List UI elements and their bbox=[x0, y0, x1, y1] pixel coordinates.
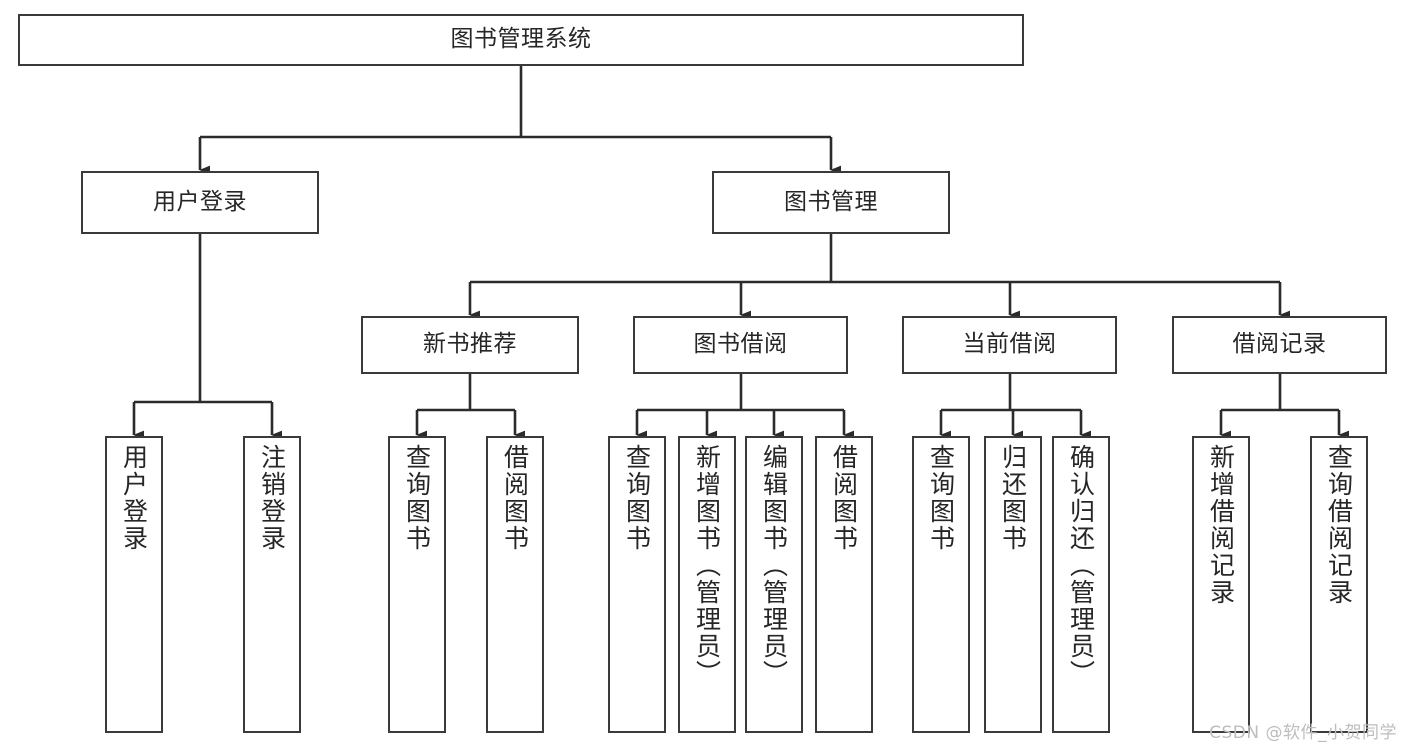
node-label: 查询图书 bbox=[926, 444, 956, 552]
node-book-management[interactable]: 图书管理 bbox=[712, 171, 950, 234]
node-book-borrow[interactable]: 图书借阅 bbox=[633, 316, 848, 374]
node-leaf-borrow-book-recommend[interactable]: 借阅图书 bbox=[486, 436, 544, 733]
node-leaf-borrow-book[interactable]: 借阅图书 bbox=[815, 436, 873, 733]
node-new-book-recommend[interactable]: 新书推荐 bbox=[361, 316, 579, 374]
node-current-borrow[interactable]: 当前借阅 bbox=[902, 316, 1117, 374]
node-leaf-add-book-admin[interactable]: 新增图书（管理员） bbox=[678, 436, 736, 733]
node-label: 图书借阅 bbox=[693, 331, 788, 358]
node-label: 借阅图书 bbox=[829, 444, 859, 552]
node-label: 新书推荐 bbox=[423, 331, 517, 358]
node-leaf-user-login[interactable]: 用户登录 bbox=[105, 436, 163, 733]
node-leaf-query-borrow-record[interactable]: 查询借阅记录 bbox=[1310, 436, 1368, 733]
node-label: 当前借阅 bbox=[962, 331, 1057, 358]
node-label: 新增借阅记录 bbox=[1206, 444, 1236, 606]
node-leaf-query-book-borrow[interactable]: 查询图书 bbox=[608, 436, 666, 733]
node-label: 归还图书 bbox=[998, 444, 1028, 552]
node-label: 借阅图书 bbox=[500, 444, 530, 552]
node-label: 注销登录 bbox=[257, 444, 287, 552]
node-label: 确认归还（管理员） bbox=[1066, 444, 1096, 687]
node-label: 编辑图书（管理员） bbox=[759, 444, 789, 687]
node-user-login[interactable]: 用户登录 bbox=[81, 171, 319, 234]
node-label: 图书管理 bbox=[784, 188, 878, 215]
node-label: 查询借阅记录 bbox=[1324, 444, 1354, 606]
node-book-management-system[interactable]: 图书管理系统 bbox=[18, 14, 1024, 66]
node-label: 用户登录 bbox=[119, 444, 149, 552]
node-leaf-query-book-recommend[interactable]: 查询图书 bbox=[388, 436, 446, 733]
node-label: 图书管理系统 bbox=[450, 26, 592, 53]
node-label: 用户登录 bbox=[153, 188, 247, 215]
node-leaf-return-book[interactable]: 归还图书 bbox=[984, 436, 1042, 733]
node-label: 借阅记录 bbox=[1232, 331, 1327, 358]
node-borrow-record[interactable]: 借阅记录 bbox=[1172, 316, 1387, 374]
csdn-watermark: CSDN @软件_小贺同学 bbox=[1209, 723, 1397, 743]
node-leaf-logout-login[interactable]: 注销登录 bbox=[243, 436, 301, 733]
node-label: 查询图书 bbox=[402, 444, 432, 552]
node-leaf-query-book-current[interactable]: 查询图书 bbox=[912, 436, 970, 733]
node-leaf-add-borrow-record[interactable]: 新增借阅记录 bbox=[1192, 436, 1250, 733]
node-leaf-edit-book-admin[interactable]: 编辑图书（管理员） bbox=[745, 436, 803, 733]
node-label: 查询图书 bbox=[622, 444, 652, 552]
node-label: 新增图书（管理员） bbox=[692, 444, 722, 687]
node-leaf-confirm-return-admin[interactable]: 确认归还（管理员） bbox=[1052, 436, 1110, 733]
